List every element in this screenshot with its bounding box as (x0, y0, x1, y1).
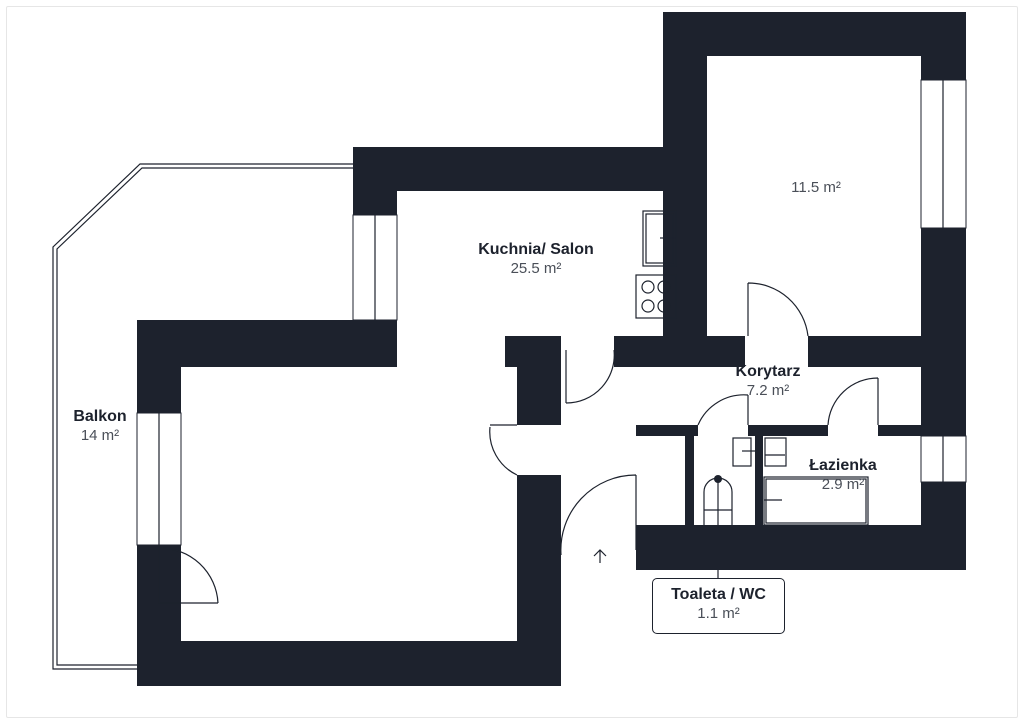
room-label-bedroom: 11.5 m² (791, 179, 841, 198)
room-name: Łazienka (809, 457, 877, 474)
windows (136, 79, 967, 546)
room-label-kitchen-salon: Kuchnia/ Salon 25.5 m² (478, 240, 594, 279)
walls (137, 12, 966, 686)
room-area: 11.5 m² (791, 179, 841, 196)
room-label-toilet: Toaleta / WC 1.1 m² (652, 578, 785, 634)
room-label-corridor: Korytarz 7.2 m² (736, 362, 801, 401)
sink-icon (642, 210, 677, 267)
room-label-bathroom: Łazienka 2.9 m² (809, 456, 877, 495)
room-area: 25.5 m² (510, 260, 562, 277)
room-area: 1.1 m² (697, 605, 740, 622)
room-name: Balkon (73, 408, 127, 425)
room-name: Kuchnia/ Salon (478, 241, 594, 258)
plan-frame (6, 6, 1018, 718)
room-area: 7.2 m² (746, 382, 790, 399)
doors (158, 282, 879, 604)
room-area: 14 m² (80, 427, 120, 444)
room-area: 2.9 m² (821, 476, 865, 493)
balcony-outline (52, 163, 353, 670)
bathtub-icon (763, 476, 869, 526)
entrance-arrow-icon (593, 549, 607, 563)
bathroom-sinks (732, 437, 787, 467)
room-label-balcony: Balkon 14 m² (73, 407, 126, 446)
room-name: Korytarz (735, 363, 801, 380)
room-name: Toaleta / WC (671, 586, 766, 603)
stove-icon (635, 274, 677, 319)
toilet-icon (703, 475, 733, 525)
